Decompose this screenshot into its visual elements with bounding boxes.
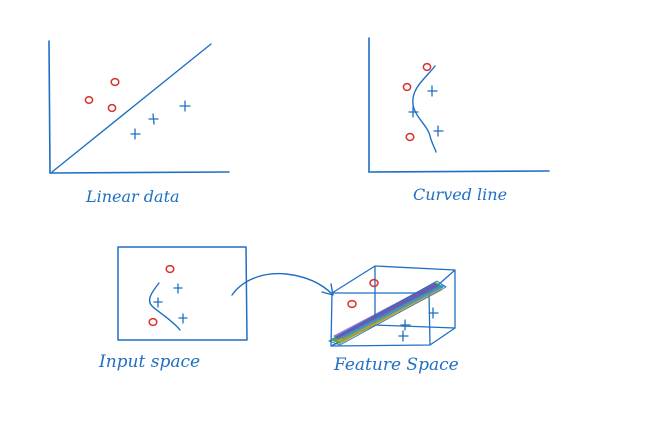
positive-point xyxy=(130,128,141,140)
negative-point xyxy=(402,82,412,92)
linear-separator-line xyxy=(51,43,212,173)
positive-point xyxy=(153,297,163,308)
linear-y-axis xyxy=(48,40,51,174)
negative-points xyxy=(402,62,432,142)
positive-point xyxy=(400,319,411,331)
positive-point xyxy=(408,106,419,118)
positive-point xyxy=(178,313,188,324)
positive-point xyxy=(179,100,191,112)
positive-points xyxy=(130,100,191,140)
feature-caption: Feature Space xyxy=(333,355,459,375)
positive-point xyxy=(398,330,409,342)
positive-points xyxy=(398,307,439,342)
negative-point xyxy=(347,299,357,309)
plane-outline xyxy=(328,280,447,346)
linear-x-axis xyxy=(49,171,230,174)
negative-point xyxy=(369,278,379,288)
negative-points xyxy=(148,264,175,327)
linear-caption: Linear data xyxy=(85,187,180,206)
negative-point xyxy=(422,62,432,72)
curved-line-panel: Curved line xyxy=(368,37,550,204)
curved-caption: Curved line xyxy=(413,185,507,204)
mapping-arrow-curve xyxy=(231,272,333,296)
linear-data-panel: Linear data xyxy=(48,40,230,206)
input-caption: Input space xyxy=(98,352,200,372)
negative-point xyxy=(84,95,94,105)
positive-point xyxy=(427,85,438,97)
plane-band xyxy=(336,288,443,343)
separating-plane xyxy=(328,280,447,346)
mapping-arrow xyxy=(231,272,334,296)
positive-point xyxy=(428,307,439,319)
negative-point xyxy=(165,264,175,274)
positive-point xyxy=(173,283,183,294)
input-separator xyxy=(148,282,181,331)
positive-point xyxy=(433,125,444,137)
positive-points xyxy=(408,85,444,137)
cube-edge xyxy=(429,327,456,346)
plane-band xyxy=(333,283,440,339)
curved-x-axis xyxy=(368,170,550,173)
curved-separator xyxy=(412,65,437,153)
negative-points xyxy=(347,278,379,309)
cube-edge xyxy=(331,265,376,294)
arrow-head-icon xyxy=(321,283,334,296)
input-space-panel: Input space xyxy=(98,246,248,372)
negative-point xyxy=(110,77,120,87)
positive-points xyxy=(153,283,188,324)
feature-space-panel: Feature Space xyxy=(328,265,459,375)
negative-point xyxy=(107,103,117,113)
negative-point xyxy=(148,317,158,327)
negative-point xyxy=(405,132,415,142)
positive-point xyxy=(148,113,159,125)
input-space-box xyxy=(117,246,248,341)
negative-points xyxy=(84,77,120,113)
plane-band xyxy=(340,284,446,339)
